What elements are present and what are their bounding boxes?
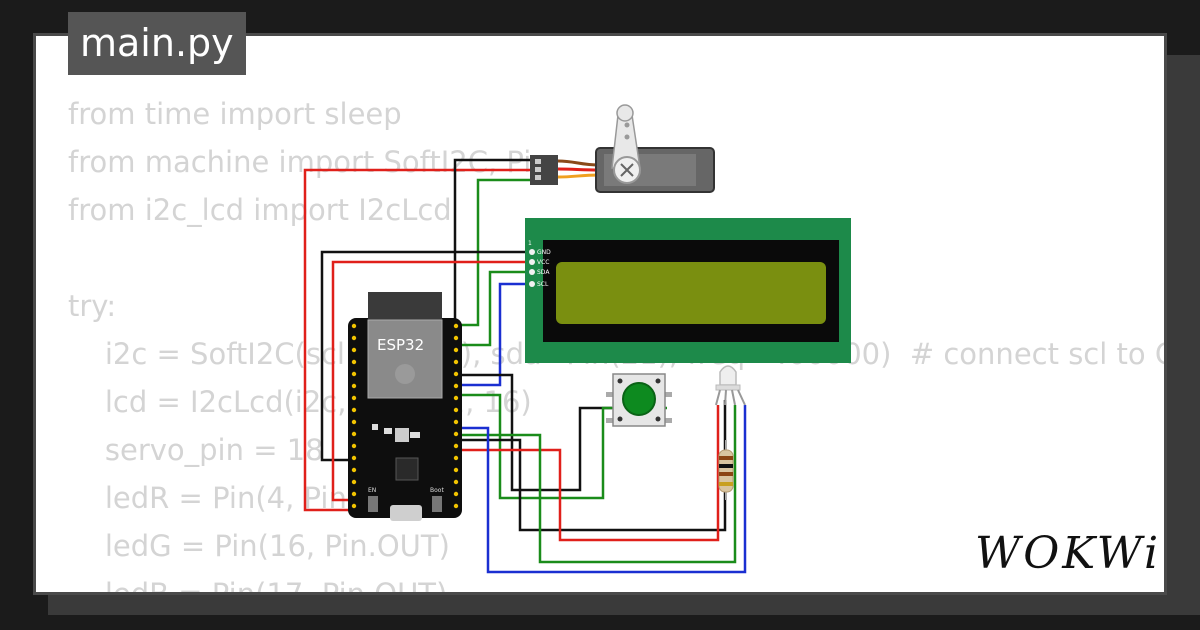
rgb-led — [715, 365, 746, 406]
code-line: from machine import SoftI2C, Pin — [68, 145, 550, 179]
lcd-pin-vcc: VCC — [537, 259, 549, 266]
wire-red-led — [460, 405, 720, 542]
lcd-display: 1 GND VCC SDA SCL — [525, 218, 851, 363]
wire-green-led — [460, 405, 737, 564]
code-line: from time import sleep — [68, 97, 402, 131]
usb-port — [390, 505, 422, 521]
code-line: ledG = Pin(16, Pin.OUT) — [68, 529, 450, 563]
lcd-pin-sda: SDA — [537, 269, 550, 276]
lcd-pin-gnd: GND — [537, 249, 551, 256]
wire-red-lcd — [331, 260, 530, 502]
led-dome — [719, 365, 737, 386]
boot-label: Boot — [430, 487, 444, 494]
en-label: EN — [368, 487, 376, 494]
lcd-pin-number: 1 — [528, 240, 532, 247]
boot-button[interactable] — [432, 496, 442, 512]
esp32-board: ESP32 EN Boot — [348, 292, 462, 521]
file-tab[interactable]: main.py — [68, 12, 246, 75]
lcd-screen — [556, 262, 826, 324]
esp32-label: ESP32 — [377, 336, 424, 354]
wire-blue-lcd — [460, 282, 530, 387]
wire-red-servo — [303, 168, 532, 512]
en-button[interactable] — [368, 496, 378, 512]
code-line: from i2c_lcd import I2cLcd — [68, 193, 452, 227]
lcd-pin-dots — [529, 249, 535, 287]
wire-green-lcd — [460, 270, 530, 347]
button-cap[interactable] — [622, 382, 656, 416]
espressif-logo — [395, 364, 415, 384]
servo-motor[interactable] — [530, 104, 715, 193]
resistor — [718, 440, 734, 500]
push-button[interactable] — [606, 373, 672, 427]
wire-black-servo — [453, 158, 532, 320]
esp32-antenna — [368, 292, 442, 320]
file-tab-label: main.py — [80, 21, 234, 65]
wire-black-lcd — [320, 250, 530, 462]
esp32-module — [367, 319, 443, 399]
code-text: from time import sleep from machine impo… — [68, 90, 1164, 595]
esp32-header-pins — [351, 323, 459, 509]
wokwi-logo: WOKWi — [975, 528, 1162, 579]
servo-connector — [530, 155, 558, 185]
code-line: ledB = Pin(17, Pin.OUT) — [68, 577, 448, 595]
code-line: try: — [68, 289, 117, 323]
wire-black-button — [460, 373, 612, 492]
code-line: servo_pin = 18 — [68, 433, 324, 467]
esp32-chip — [395, 457, 419, 481]
wire-blue-led — [460, 405, 747, 574]
lcd-pin-scl: SCL — [537, 281, 549, 288]
